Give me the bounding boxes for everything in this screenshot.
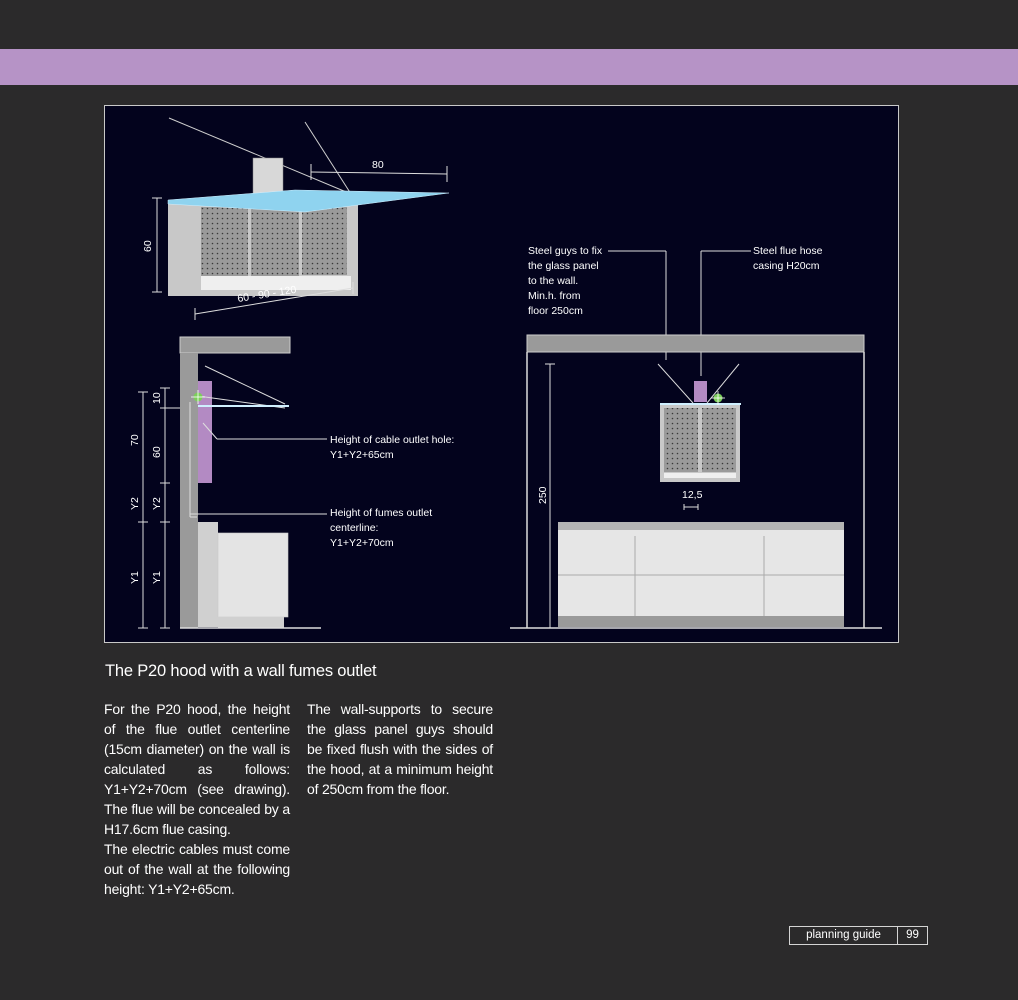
guys-label-line-4: Min.h. from: [528, 290, 581, 302]
text-column-1: For the P20 hood, the height of the flue…: [104, 699, 290, 899]
side-view: 10 70 60 Y2 Y2 Y1 Y1 Height of cable out…: [129, 336, 454, 629]
top-color-band: [0, 49, 1018, 85]
fumes-label-line-3: Y1+Y2+70cm: [330, 537, 394, 549]
hose-label-line-1: Steel flue hose: [753, 245, 823, 257]
page-footer: planning guide 99: [789, 926, 928, 945]
gap-dim: 12,5: [682, 489, 703, 501]
height-dim-250: 250: [537, 486, 549, 504]
fumes-label-line-1: Height of fumes outlet: [330, 507, 432, 519]
guys-label-line-1: Steel guys to fix: [528, 245, 603, 257]
dim-y1-outer: Y1: [129, 571, 141, 584]
fumes-label-line-2: centerline:: [330, 522, 378, 534]
hood-width-dim: 80: [372, 159, 384, 171]
hood-perspective: 80 60 60 - 90 - 120: [142, 117, 450, 320]
col1-paragraph-1: For the P20 hood, the height of the flue…: [104, 701, 290, 837]
cable-label-line-2: Y1+Y2+65cm: [330, 449, 394, 461]
guys-label-line-3: to the wall.: [528, 275, 578, 287]
hood-depth-dim: 60: [142, 240, 154, 252]
col1-paragraph-2: The electric cables must come out of the…: [104, 841, 290, 897]
text-column-2: The wall-supports to secure the glass pa…: [307, 699, 493, 799]
guys-label-line-5: floor 250cm: [528, 305, 583, 317]
footer-label: planning guide: [789, 926, 898, 945]
figure-caption: The P20 hood with a wall fumes outlet: [105, 662, 377, 680]
col2-paragraph-1: The wall-supports to secure the glass pa…: [307, 701, 493, 797]
dim-70: 70: [129, 434, 141, 446]
dim-10: 10: [151, 392, 163, 404]
guys-label-line-2: the glass panel: [528, 260, 599, 272]
drawing-svg: 80 60 60 - 90 - 120: [129, 117, 882, 629]
page-number: 99: [898, 926, 928, 945]
cable-label-line-1: Height of cable outlet hole:: [330, 434, 454, 446]
dim-y1-inner: Y1: [151, 571, 163, 584]
dim-60: 60: [151, 446, 163, 458]
dim-y2-inner: Y2: [151, 497, 163, 510]
technical-drawing: 80 60 60 - 90 - 120: [104, 105, 899, 643]
front-view: Steel guys to fix the glass panel to the…: [510, 245, 882, 629]
hose-label-line-2: casing H20cm: [753, 260, 820, 272]
dim-y2-outer: Y2: [129, 497, 141, 510]
